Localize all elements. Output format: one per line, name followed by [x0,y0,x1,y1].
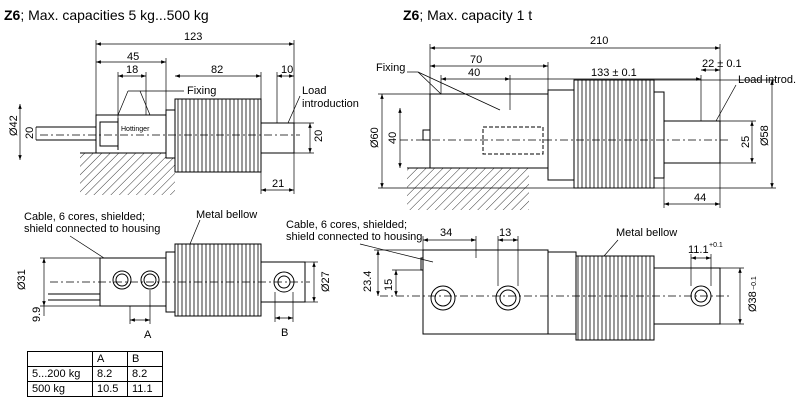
tol-38: −0.1 [751,276,758,290]
label-fixing-right: Fixing [376,62,405,74]
dim-15: 15 [383,279,395,291]
table-row: 500 kg 10.5 11.1 [27,381,163,397]
label-load-1: Load [302,85,326,97]
dim-23-4: 23.4 [362,271,374,292]
label-fixing-left: Fixing [187,85,216,97]
label-load-introd: Load introd. [738,74,796,86]
dia-31: Ø31 [16,269,28,290]
table-row: 5...200 kg 8.2 8.2 [27,366,163,382]
dim-34: 34 [440,227,452,239]
dim-133: 133 ± 0.1 [591,67,637,79]
table-cell: 500 kg [27,381,93,397]
capacity-dimension-table: A B 5...200 kg 8.2 8.2 500 kg 10.5 11.1 [27,351,163,397]
table-cell: 5...200 kg [27,366,93,382]
dim-82: 82 [211,64,223,76]
cable-label-right-2: shield connected to housing [286,231,422,243]
label-a: A [144,329,152,341]
dim-45: 45 [127,51,139,63]
metal-bellow-label: Metal bellow [196,209,257,221]
tol-11-1: +0.1 [709,242,723,249]
table-cell: 8.2 [92,366,128,382]
dia-27: Ø27 [320,271,332,292]
cable-label-2: shield connected to housing [24,223,160,235]
table-cell: 11.1 [127,381,163,397]
dim-13: 13 [499,227,511,239]
right-top-labels: 210 70 40 133 ± 0.1 22 ± 0.1 Fixing Load… [369,35,796,204]
dim-9-9: 9.9 [31,307,43,322]
right-bottom-labels: Cable, 6 cores, shielded; shield connect… [286,219,759,312]
left-bottom-drawing [40,219,318,324]
dim-20-right: 20 [313,130,325,142]
cable-label-1: Cable, 6 cores, shielded; [24,211,145,223]
table-header-row: A B [27,351,163,367]
dim-overall-123: 123 [184,31,202,43]
dim-11-1: 11.1 [688,244,709,256]
table-cell: 10.5 [92,381,128,397]
dia-58: Ø58 [759,125,771,146]
cable-label-right-1: Cable, 6 cores, shielded; [286,219,407,231]
left-top-labels: 123 45 18 82 10 21 Ø42 20 20 Fixing Load… [8,31,359,190]
brand-label: Hottinger [121,126,150,133]
label-b: B [281,327,288,339]
right-bottom-drawing [359,236,744,341]
dim-10: 10 [281,64,293,76]
dim-40-side: 40 [387,132,399,144]
dim-20-left: 20 [24,127,36,139]
dim-44: 44 [694,192,706,204]
table-cell: 8.2 [127,366,163,382]
table-header-cell [27,351,93,367]
dia-42: Ø42 [8,115,20,136]
dim-18: 18 [126,64,138,76]
table-header-cell: B [127,351,163,367]
metal-bellow-label-right: Metal bellow [616,227,677,239]
table-header-cell: A [92,351,128,367]
right-top-drawing [378,44,776,210]
dim-70: 70 [470,54,482,66]
heading-left: Z6; Max. capacities 5 kg...500 kg [4,7,209,23]
left-bottom-labels: Cable, 6 cores, shielded; shield connect… [16,209,332,341]
left-top-drawing [18,40,314,195]
heading-right: Z6; Max. capacity 1 t [403,7,533,23]
label-load-2: introduction [302,98,359,110]
dim-22: 22 ± 0.1 [702,58,742,70]
dia-38: Ø38 [747,291,759,312]
dim-21: 21 [272,178,284,190]
dia-60: Ø60 [369,127,381,148]
dim-25: 25 [740,136,752,148]
dim-210: 210 [590,35,608,47]
dim-40-top: 40 [468,67,480,79]
